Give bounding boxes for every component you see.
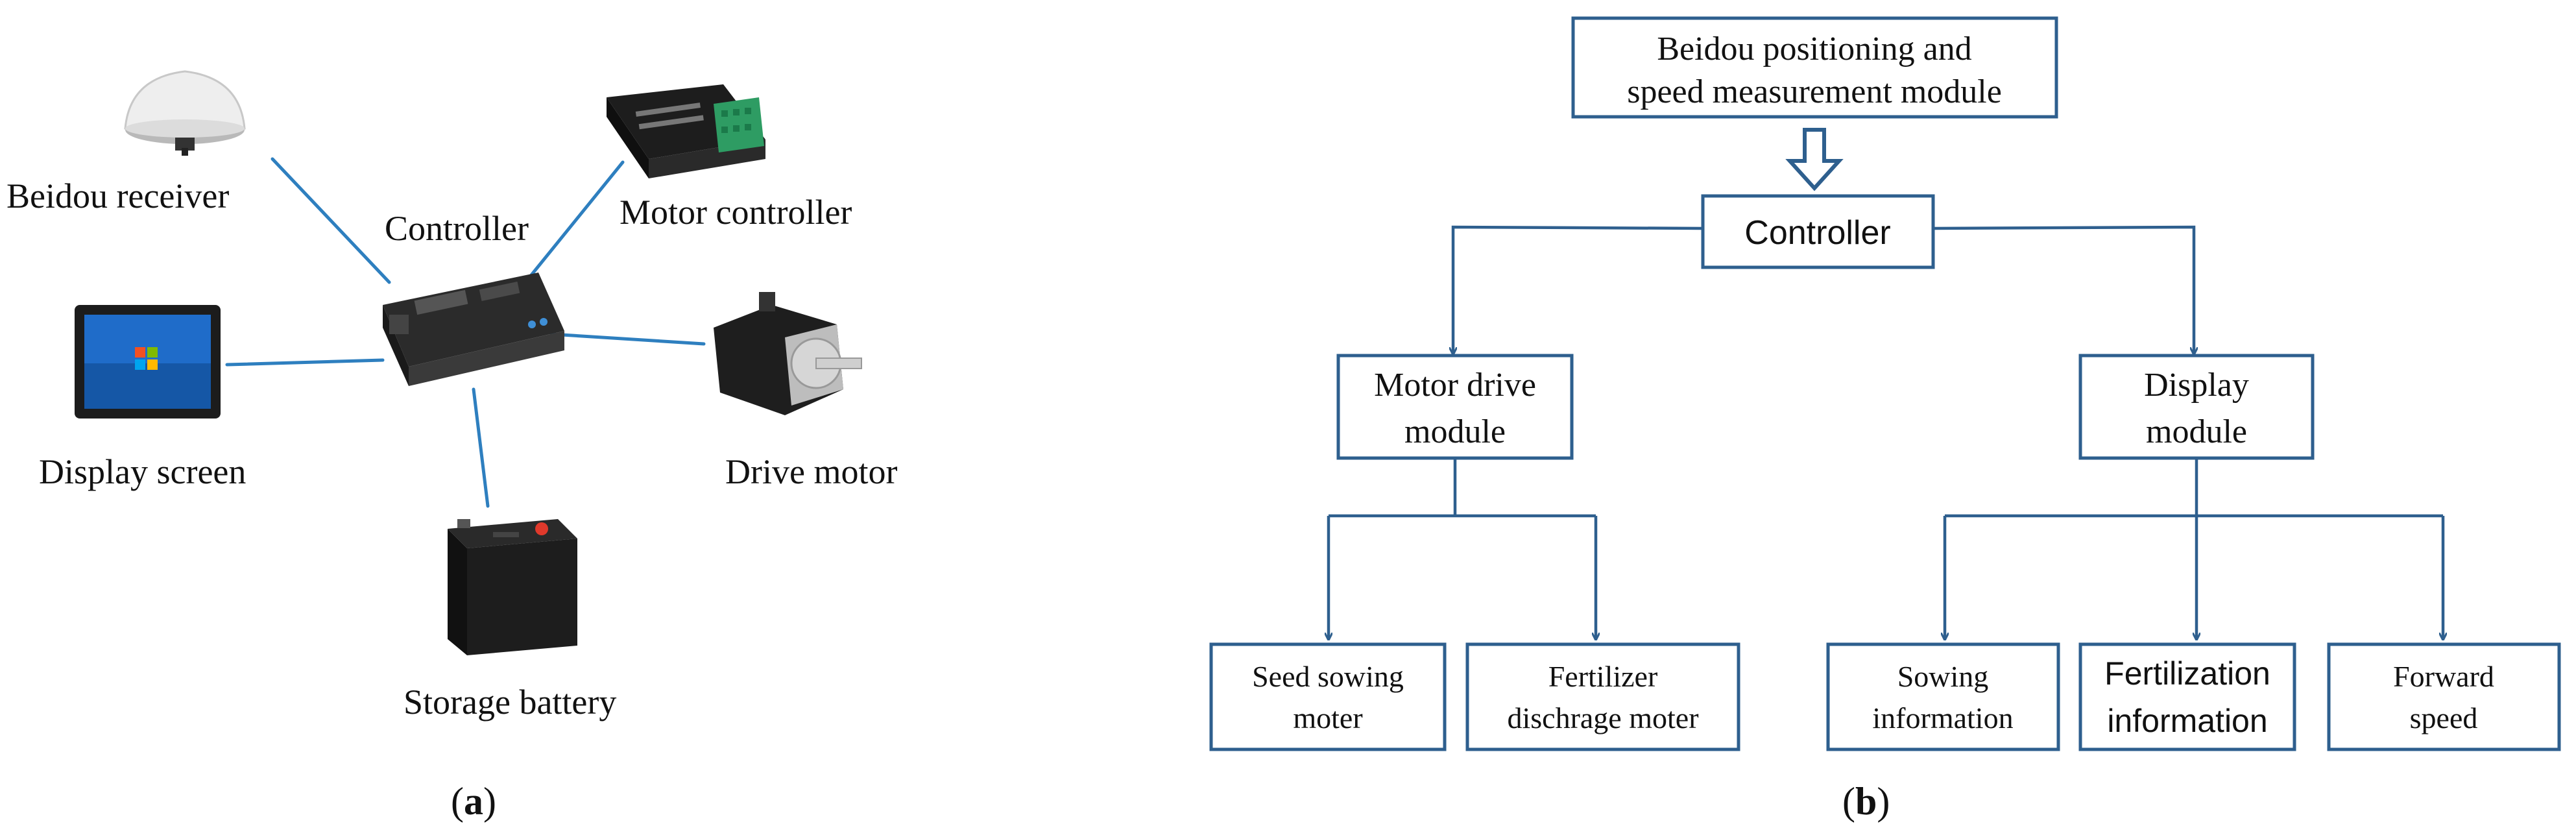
panel-b-caption: (b) bbox=[1842, 780, 1890, 823]
panel-a-caption: (a) bbox=[451, 780, 496, 823]
motor-controller-icon bbox=[607, 84, 765, 178]
beidou-module-line1: Beidou positioning and bbox=[1657, 30, 1971, 67]
motor-controller-label: Motor controller bbox=[620, 193, 852, 232]
display-module-box bbox=[2078, 354, 2315, 460]
sowing-info-line2: information bbox=[1872, 701, 2013, 734]
beidou-receiver-label: Beidou receiver bbox=[6, 176, 229, 215]
display-screen-label: Display screen bbox=[39, 452, 246, 491]
beidou-module-line2: speed measurement module bbox=[1627, 73, 2002, 110]
display-screen-icon bbox=[75, 305, 221, 418]
connector-controller-motor-drive bbox=[1453, 225, 1703, 354]
controller-label-b: Controller bbox=[1744, 214, 1890, 252]
storage-battery-label: Storage battery bbox=[403, 683, 616, 722]
seed-sowing-line1: Seed sowing bbox=[1252, 660, 1404, 693]
fertilizer-line1: Fertilizer bbox=[1548, 660, 1658, 693]
link-motor-controller-controller bbox=[524, 160, 625, 284]
display-module-line2: module bbox=[2146, 413, 2247, 450]
fertilizer-line2: dischrage moter bbox=[1507, 701, 1698, 734]
drive-motor-icon bbox=[714, 292, 862, 415]
link-battery-controller bbox=[472, 387, 490, 508]
seed-sowing-line2: moter bbox=[1293, 701, 1362, 734]
controller-label-a: Controller bbox=[385, 209, 529, 248]
motor-drive-box bbox=[1336, 354, 1574, 460]
fertilization-info-box bbox=[2078, 642, 2296, 751]
panel-a-letter: a bbox=[464, 780, 483, 823]
seed-sowing-box bbox=[1209, 642, 1447, 751]
link-receiver-controller bbox=[271, 157, 391, 284]
link-motor-controller bbox=[549, 332, 706, 346]
fertilizer-box bbox=[1465, 642, 1740, 751]
connector-controller-display bbox=[1932, 225, 2194, 354]
beidou-receiver-icon bbox=[124, 70, 246, 156]
forward-speed-box bbox=[2327, 642, 2561, 751]
windows-logo-icon bbox=[135, 347, 158, 370]
controller-box bbox=[1701, 194, 1935, 269]
fertilization-info-line1: Fertilization bbox=[2104, 655, 2270, 692]
motor-drive-line1: Motor drive bbox=[1374, 367, 1536, 404]
fertilization-info-line2: information bbox=[2107, 703, 2267, 739]
display-module-line1: Display bbox=[2144, 367, 2249, 404]
link-screen-controller bbox=[225, 358, 385, 367]
sowing-info-box bbox=[1826, 642, 2060, 751]
panel-b: Beidou positioning and speed measurement… bbox=[1209, 16, 2561, 823]
connector-motor-drive-trunk bbox=[1329, 458, 1596, 518]
beidou-module-box bbox=[1571, 16, 2058, 119]
hollow-down-arrow-icon bbox=[1785, 128, 1844, 191]
sowing-info-line1: Sowing bbox=[1897, 660, 1989, 693]
controller-icon bbox=[383, 273, 564, 386]
drive-motor-label: Drive motor bbox=[725, 452, 897, 491]
connector-display-trunk bbox=[1945, 458, 2443, 518]
forward-speed-line1: Forward bbox=[2393, 660, 2494, 693]
panel-b-letter: b bbox=[1855, 780, 1877, 823]
motor-drive-line2: module bbox=[1404, 413, 1506, 450]
panel-a: Beidou receiver Motor controller Control… bbox=[6, 70, 897, 823]
forward-speed-line2: speed bbox=[2410, 701, 2478, 734]
storage-battery-icon bbox=[448, 519, 577, 655]
